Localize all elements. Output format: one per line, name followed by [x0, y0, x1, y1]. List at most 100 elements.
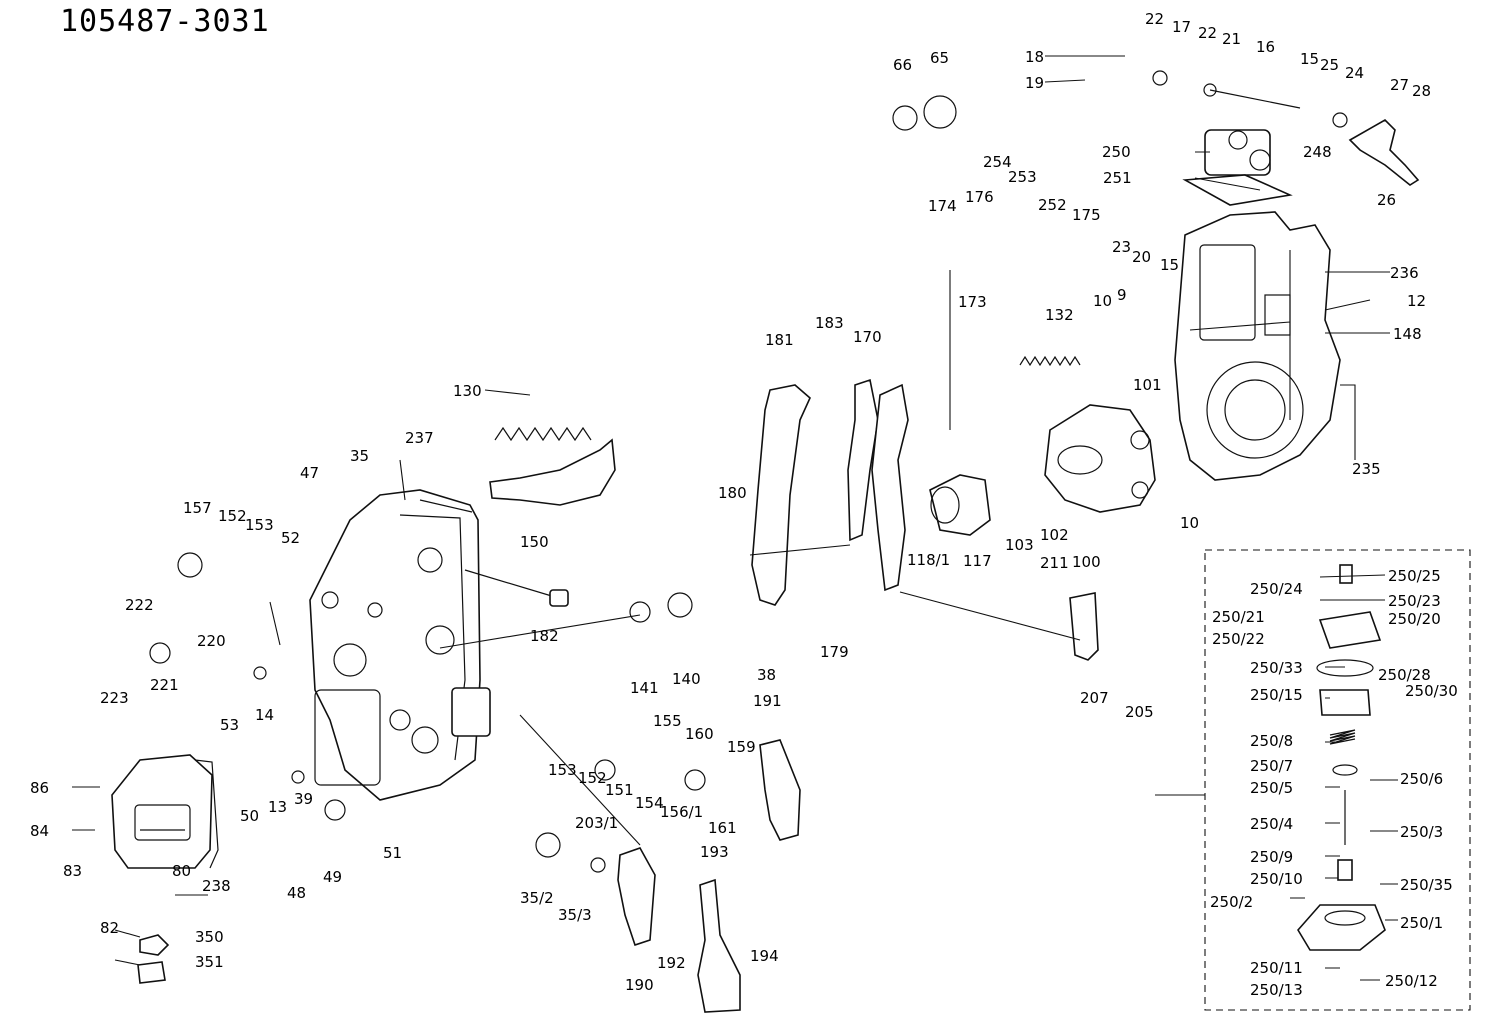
governor-housing-part [1174, 211, 1341, 481]
callout-label: 191 [753, 692, 782, 710]
callout-label: 38 [757, 666, 776, 684]
callout-label: 20 [1132, 248, 1151, 266]
callout-label: 203/1 [575, 814, 618, 832]
callout-label: 22 [1145, 10, 1164, 28]
callout-label: 39 [294, 790, 313, 808]
callout-label: 250/23 [1388, 592, 1441, 610]
lever-26-part [1348, 119, 1420, 186]
shaft-150-part [489, 438, 616, 506]
plate-207-part [1069, 592, 1099, 661]
callout-label: 153 [548, 761, 577, 779]
callout-label: 250/10 [1250, 870, 1303, 888]
callout-label: 170 [853, 328, 882, 346]
callout-label: 250/25 [1388, 567, 1441, 585]
callout-label: 13 [268, 798, 287, 816]
nut-350-part [139, 934, 170, 956]
callout-label: 253 [1008, 168, 1037, 186]
callout-label: 183 [815, 314, 844, 332]
callout-label: 250/12 [1385, 972, 1438, 990]
callout-label: 250/4 [1250, 815, 1293, 833]
callout-label: 35/2 [520, 889, 554, 907]
sleeve-part [929, 474, 991, 536]
callout-label: 250/9 [1250, 848, 1293, 866]
callout-label: 83 [63, 862, 82, 880]
callout-label: 238 [202, 877, 231, 895]
callout-label: 154 [635, 794, 664, 812]
callout-label: 15 [1160, 256, 1179, 274]
callout-label: 176 [965, 188, 994, 206]
callout-label: 82 [100, 919, 119, 937]
callout-label: 250/35 [1400, 876, 1453, 894]
callout-label: 48 [287, 884, 306, 902]
callout-label: 66 [893, 56, 912, 74]
bracket-193-part [697, 878, 741, 1013]
callout-label: 250/1 [1400, 914, 1443, 932]
callout-label: 156/1 [660, 803, 703, 821]
callout-label: 151 [605, 781, 634, 799]
callout-label: 250/15 [1250, 686, 1303, 704]
callout-label: 250/7 [1250, 757, 1293, 775]
callout-label: 47 [300, 464, 319, 482]
callout-label: 250/21 [1212, 608, 1265, 626]
callout-label: 350 [195, 928, 224, 946]
callout-label: 193 [700, 843, 729, 861]
callout-label: 23 [1112, 238, 1131, 256]
callout-label: 130 [453, 382, 482, 400]
callout-label: 161 [708, 819, 737, 837]
callout-label: 236 [1390, 264, 1419, 282]
callout-label: 53 [220, 716, 239, 734]
callout-label: 250 [1102, 143, 1131, 161]
callout-labels: 22 17 22 21 16 15 25 24 27 28 18 19 66 6… [30, 10, 1458, 999]
callout-label: 194 [750, 947, 779, 965]
callout-label: 235 [1352, 460, 1381, 478]
callout-label: 35 [350, 447, 369, 465]
control-valve-part [1182, 129, 1293, 206]
callout-label: 15 [1300, 50, 1319, 68]
callout-label: 28 [1412, 82, 1431, 100]
diagram-title: 105487-3031 [60, 4, 270, 39]
callout-label: 24 [1345, 64, 1364, 82]
callout-label: 250/2 [1210, 893, 1253, 911]
lever-170-part [847, 378, 879, 542]
spring-132-part [1019, 355, 1081, 367]
shaft-16-part [1209, 89, 1301, 109]
callout-label: 254 [983, 153, 1012, 171]
callout-label: 252 [1038, 196, 1067, 214]
callout-label: 192 [657, 954, 686, 972]
callout-label: 205 [1125, 703, 1154, 721]
callout-label: 27 [1390, 76, 1409, 94]
leader-lines [72, 55, 1398, 981]
callout-label: 132 [1045, 306, 1074, 324]
callout-label: 35/3 [558, 906, 592, 924]
callout-label: 174 [928, 197, 957, 215]
flyweight-assembly-part [1044, 404, 1156, 513]
callout-label: 152 [578, 769, 607, 787]
callout-label: 140 [672, 670, 701, 688]
callout-label: 148 [1393, 325, 1422, 343]
callout-label: 180 [718, 484, 747, 502]
callout-label: 181 [765, 331, 794, 349]
callout-label: 102 [1040, 526, 1069, 544]
lever-floating-part [871, 383, 909, 592]
callout-label: 150 [520, 533, 549, 551]
callout-label: 237 [405, 429, 434, 447]
callout-label: 141 [630, 679, 659, 697]
callout-label: 26 [1377, 191, 1396, 209]
pump-housing-part [309, 489, 491, 801]
callout-label: 84 [30, 822, 49, 840]
callout-label: 223 [100, 689, 129, 707]
callout-label: 207 [1080, 689, 1109, 707]
callout-label: 175 [1072, 206, 1101, 224]
callout-label: 250/3 [1400, 823, 1443, 841]
callout-label: 220 [197, 632, 226, 650]
callout-label: 10 [1093, 292, 1112, 310]
callout-label: 250/22 [1212, 630, 1265, 648]
callout-label: 250/33 [1250, 659, 1303, 677]
callout-label: 9 [1117, 286, 1127, 304]
callout-label: 250/11 [1250, 959, 1303, 977]
callout-label: 14 [255, 706, 274, 724]
callout-label: 250/30 [1405, 682, 1458, 700]
callout-label: 16 [1256, 38, 1275, 56]
callout-label: 17 [1172, 18, 1191, 36]
